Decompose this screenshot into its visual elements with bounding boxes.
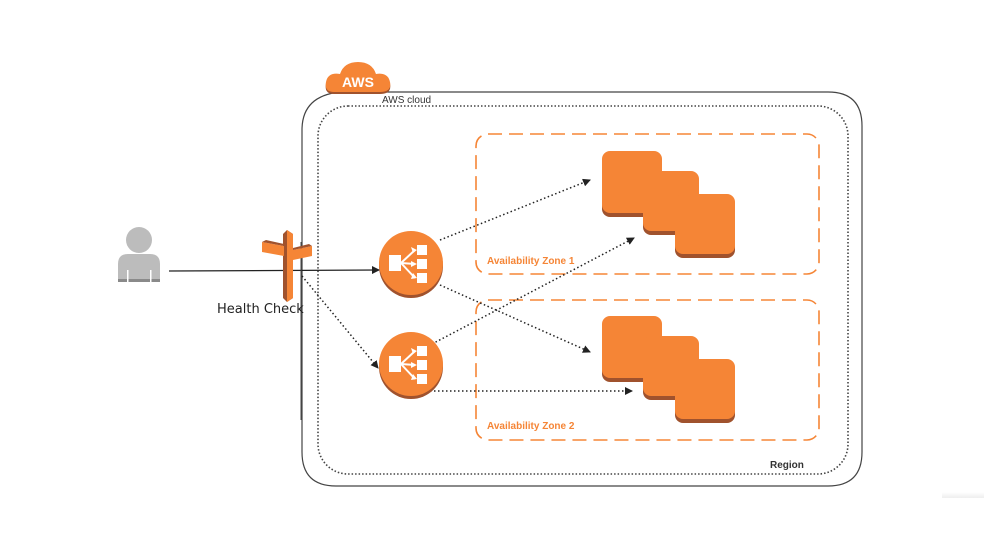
availability-zone-1-border xyxy=(475,133,820,275)
availability-zone-1-label: Availability Zone 1 xyxy=(487,256,575,267)
health-check-label: Health Check xyxy=(217,302,304,317)
ec2-instances-az2-icon xyxy=(602,316,735,423)
availability-zone-2-label: Availability Zone 2 xyxy=(487,421,575,432)
aws-cloud-border xyxy=(301,91,863,487)
user-to-lb1-connector xyxy=(168,266,380,275)
health-check-to-lb2-connector xyxy=(301,275,379,369)
elastic-load-balancer-1-icon xyxy=(379,231,443,298)
availability-zone-2-border xyxy=(475,299,820,441)
lb1-to-az1-instances-connector xyxy=(439,178,591,241)
aws-cloud-icon xyxy=(325,62,391,94)
region-label: Region xyxy=(770,460,804,471)
aws-badge-label: AWS xyxy=(342,74,374,90)
aws-cloud-label: AWS cloud xyxy=(382,95,432,106)
elastic-load-balancer-2-icon xyxy=(379,332,443,399)
faint-shadow-bar xyxy=(942,492,984,498)
lb1-to-az2-instances-connector xyxy=(439,284,591,353)
user-icon xyxy=(118,227,160,282)
ec2-instances-az1-icon xyxy=(602,151,735,258)
region-border xyxy=(317,105,849,475)
route53-health-check-icon xyxy=(262,230,312,302)
